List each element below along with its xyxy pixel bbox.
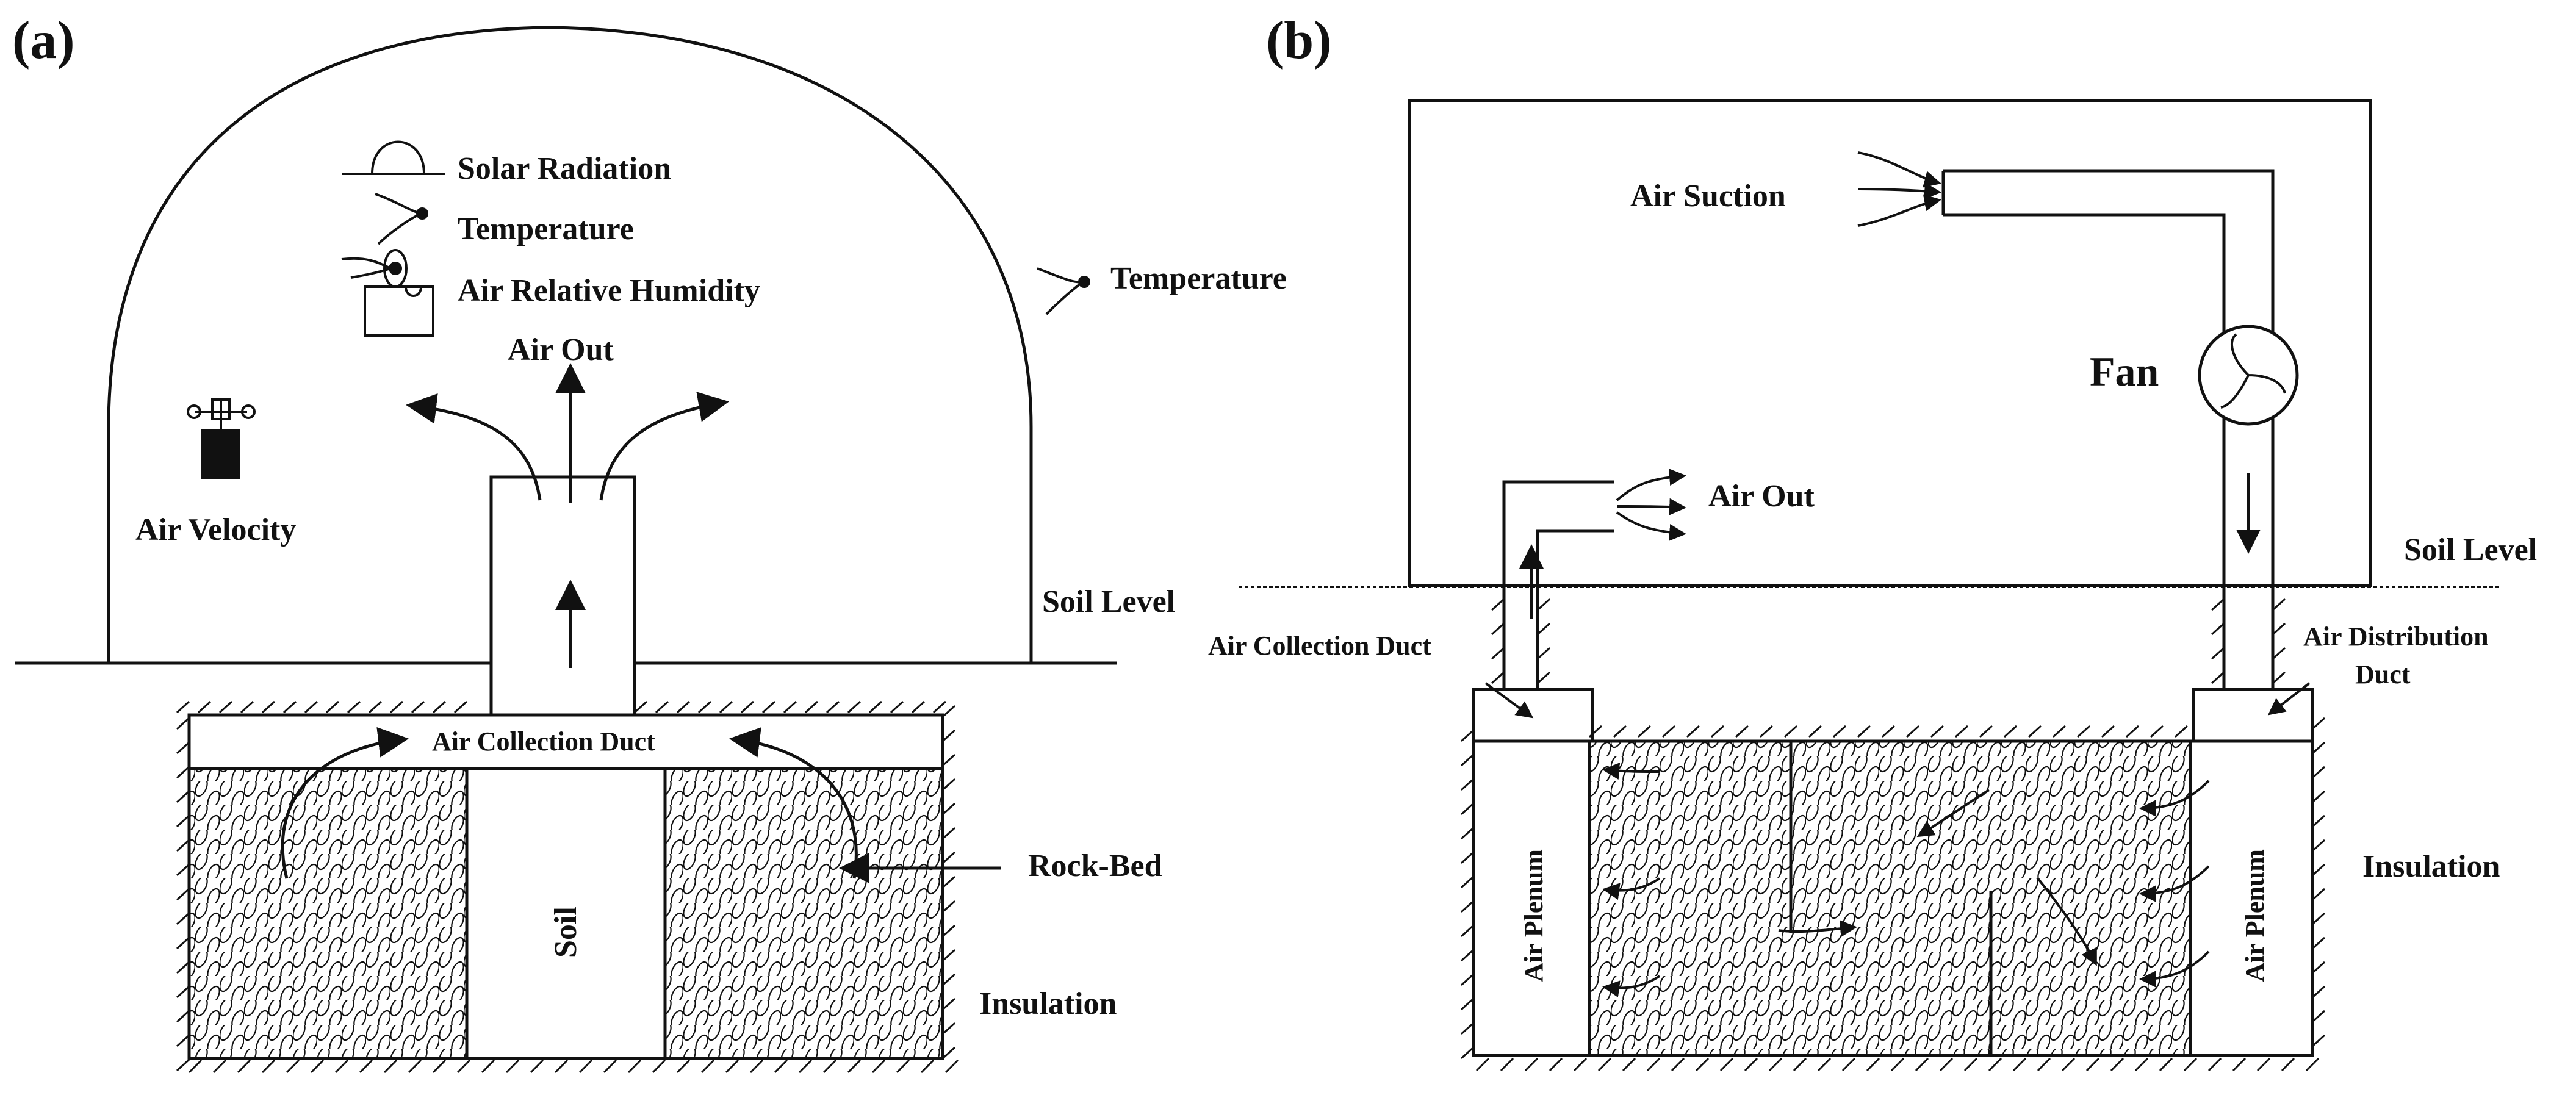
air-collection-riser bbox=[1502, 480, 1614, 689]
soil-level-label-a: Soil Level bbox=[1042, 584, 1175, 619]
temperature-sensor-icon-inside bbox=[375, 193, 428, 245]
rock-bed-left bbox=[187, 767, 469, 1060]
solar-radiation-sensor-icon bbox=[342, 140, 445, 175]
soil-column bbox=[465, 767, 667, 1060]
temperature-outside-label: Temperature bbox=[1110, 261, 1287, 296]
rock-bed-right bbox=[663, 767, 944, 1060]
air-plenum-right-box bbox=[2189, 739, 2314, 1057]
greenhouse-dome-a bbox=[107, 26, 1033, 662]
anemometer-icon bbox=[187, 398, 256, 479]
insulation-label-a: Insulation bbox=[979, 986, 1117, 1021]
insulation-hatch-a bbox=[176, 700, 959, 1074]
air-suction-duct bbox=[1941, 169, 2275, 332]
air-distribution-duct-label-line1: Air Distribution bbox=[2303, 622, 2489, 652]
exhaust-chimney bbox=[489, 475, 636, 717]
rock-bed-label: Rock-Bed bbox=[1028, 849, 1162, 883]
airflow-arrows-b bbox=[1484, 151, 2311, 998]
air-distribution-riser bbox=[2222, 418, 2275, 689]
air-plenum-left-label: Air Plenum bbox=[1519, 849, 1549, 982]
air-collection-duct-label-b: Air Collection Duct bbox=[1208, 631, 1431, 661]
insulation-hatch-b bbox=[1460, 598, 2326, 1072]
air-suction-label: Air Suction bbox=[1630, 179, 1786, 214]
air-plenum-right-label: Air Plenum bbox=[2240, 849, 2270, 982]
panel-a-label: (a) bbox=[12, 11, 75, 70]
air-out-label-a: Air Out bbox=[508, 332, 614, 367]
fan-label: Fan bbox=[2090, 348, 2159, 395]
solar-radiation-label: Solar Radiation bbox=[458, 151, 671, 186]
panel-a bbox=[15, 26, 1117, 1074]
panel-b bbox=[1239, 99, 2502, 1072]
air-distribution-duct-label-line2: Duct bbox=[2355, 659, 2411, 689]
air-plenum-left-box bbox=[1472, 739, 1591, 1057]
temperature-inside-label: Temperature bbox=[458, 212, 634, 246]
insulation-label-b: Insulation bbox=[2362, 849, 2500, 884]
air-collection-duct-a bbox=[187, 713, 944, 770]
air-out-label-b: Air Out bbox=[1708, 479, 1815, 514]
air-relative-humidity-label: Air Relative Humidity bbox=[458, 273, 760, 308]
air-velocity-label: Air Velocity bbox=[135, 512, 296, 547]
panel-b-label: (b) bbox=[1266, 11, 1332, 70]
humidity-sensor-icon bbox=[341, 249, 434, 337]
airflow-arrows-a bbox=[281, 363, 1001, 883]
air-collection-duct-label-a: Air Collection Duct bbox=[432, 727, 655, 756]
air-distribution-duct-box bbox=[2192, 688, 2314, 743]
soil-label: Soil bbox=[549, 907, 583, 958]
rock-bed-b bbox=[1588, 739, 2192, 1057]
temperature-sensor-icon-outside bbox=[1037, 267, 1090, 315]
air-collection-duct-box-b bbox=[1472, 688, 1594, 743]
soil-level-label-b: Soil Level bbox=[2404, 533, 2537, 567]
